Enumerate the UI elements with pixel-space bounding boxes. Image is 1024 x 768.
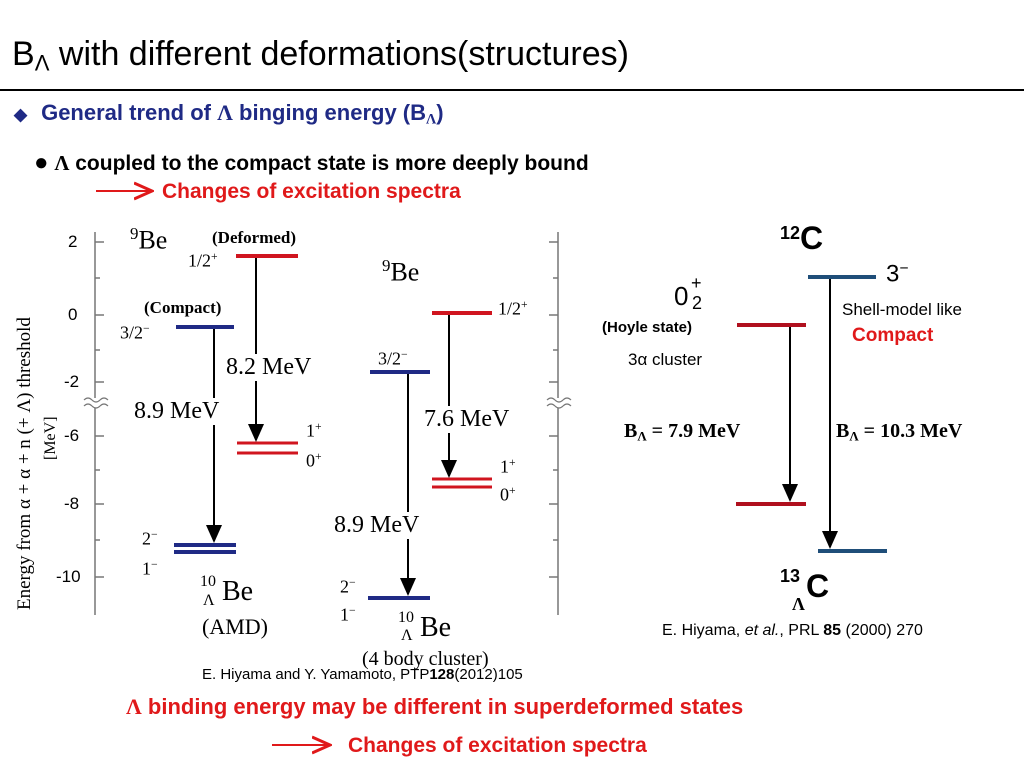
- tick-label: -6: [64, 426, 80, 445]
- cluster-gap-deformed: 7.6 MeV: [424, 406, 510, 433]
- amd-nucleus-label: 9Be: [130, 224, 168, 255]
- amd-level-half: 1/2+: [188, 250, 218, 271]
- tick-label: 0: [68, 305, 78, 324]
- bullet-compact-state: ● Λ coupled to the compact state is more…: [34, 149, 589, 176]
- cluster-gap-compact: 8.9 MeV: [334, 512, 420, 539]
- cluster-hyper-1plus-label: 1+: [500, 456, 516, 477]
- tick-label: -10: [56, 567, 81, 586]
- cluster-hyper-mass: 10: [398, 609, 414, 626]
- left-reference: E. Hiyama and Y. Yamamoto, PTP128(2012)1…: [202, 666, 523, 683]
- cluster-nucleus-label: 9Be: [382, 256, 420, 287]
- cluster-model-label: (4 body cluster): [362, 648, 489, 670]
- y-axis-unit: [MeV]: [42, 416, 59, 460]
- amd-hyper-1plus-label: 1+: [306, 420, 322, 441]
- amd-gap-compact: 8.9 MeV: [134, 398, 220, 425]
- bl-shell-label: BΛ = 10.3 MeV: [836, 420, 963, 444]
- shell-model-label: Shell-model like: [842, 300, 962, 319]
- axis-break-icon: [83, 397, 572, 409]
- c12-nucleus-label: 12C: [780, 220, 824, 256]
- page-title: BΛ with different deformations(structure…: [12, 35, 629, 76]
- hoyle-label: (Hoyle state): [602, 319, 693, 336]
- c12-shell-state: 3−: [886, 260, 909, 288]
- y-axis-label: Energy from α + α + n (+ Λ) threshold: [14, 317, 35, 610]
- amd-model-label: (AMD): [202, 614, 268, 639]
- tick-label: -2: [64, 372, 80, 391]
- amd-hyper-mass: 10: [200, 573, 216, 590]
- hoyle-state-label: 0+2: [674, 273, 703, 313]
- top-note-excitation: Changes of excitation spectra: [162, 180, 461, 203]
- compact-right-label: Compact: [852, 325, 934, 346]
- tick-label: 2: [68, 232, 78, 251]
- bottom-note-excitation: Changes of excitation spectra: [348, 734, 647, 757]
- c13-nucleus-label: 13 Λ C: [780, 566, 830, 614]
- amd-level-32: 3/2−: [120, 322, 150, 343]
- dot-bullet-icon: ●: [34, 149, 49, 176]
- cluster-level-32: 3/2−: [378, 348, 408, 369]
- cluster-hyper-lambda: Λ: [401, 627, 413, 644]
- deformed-label: (Deformed): [212, 228, 297, 247]
- left-axis-ticks: [95, 241, 558, 578]
- diamond-bullet-icon: ◆: [14, 105, 28, 124]
- right-reference: E. Hiyama, et al., PRL 85 (2000) 270: [662, 622, 923, 639]
- cluster-hyper-be: Be: [420, 612, 452, 643]
- cluster-label: 3α cluster: [628, 350, 703, 369]
- compact-label: (Compact): [144, 298, 222, 317]
- bl-hoyle-label: BΛ = 7.9 MeV: [624, 420, 741, 444]
- amd-hyper-0plus-label: 0+: [306, 450, 322, 471]
- cluster-hyper-2minus-label: 2−: [340, 576, 356, 597]
- bullet-general-trend: ◆General trend of Λ binging energy (BΛ): [14, 100, 444, 128]
- amd-hyper-2minus-label: 2−: [142, 528, 158, 549]
- title-divider: [0, 89, 1024, 91]
- tick-label: -8: [64, 494, 80, 513]
- cluster-hyper-0plus-label: 0+: [500, 484, 516, 505]
- bottom-note: Λ binding energy may be different in sup…: [126, 694, 744, 719]
- cluster-level-half: 1/2+: [498, 298, 528, 319]
- amd-hyper-be: Be: [222, 576, 254, 607]
- cluster-hyper-1minus-label: 1−: [340, 604, 356, 625]
- amd-hyper-1minus-label: 1−: [142, 558, 158, 579]
- amd-gap-deformed: 8.2 MeV: [226, 354, 312, 381]
- amd-hyper-lambda: Λ: [203, 592, 215, 609]
